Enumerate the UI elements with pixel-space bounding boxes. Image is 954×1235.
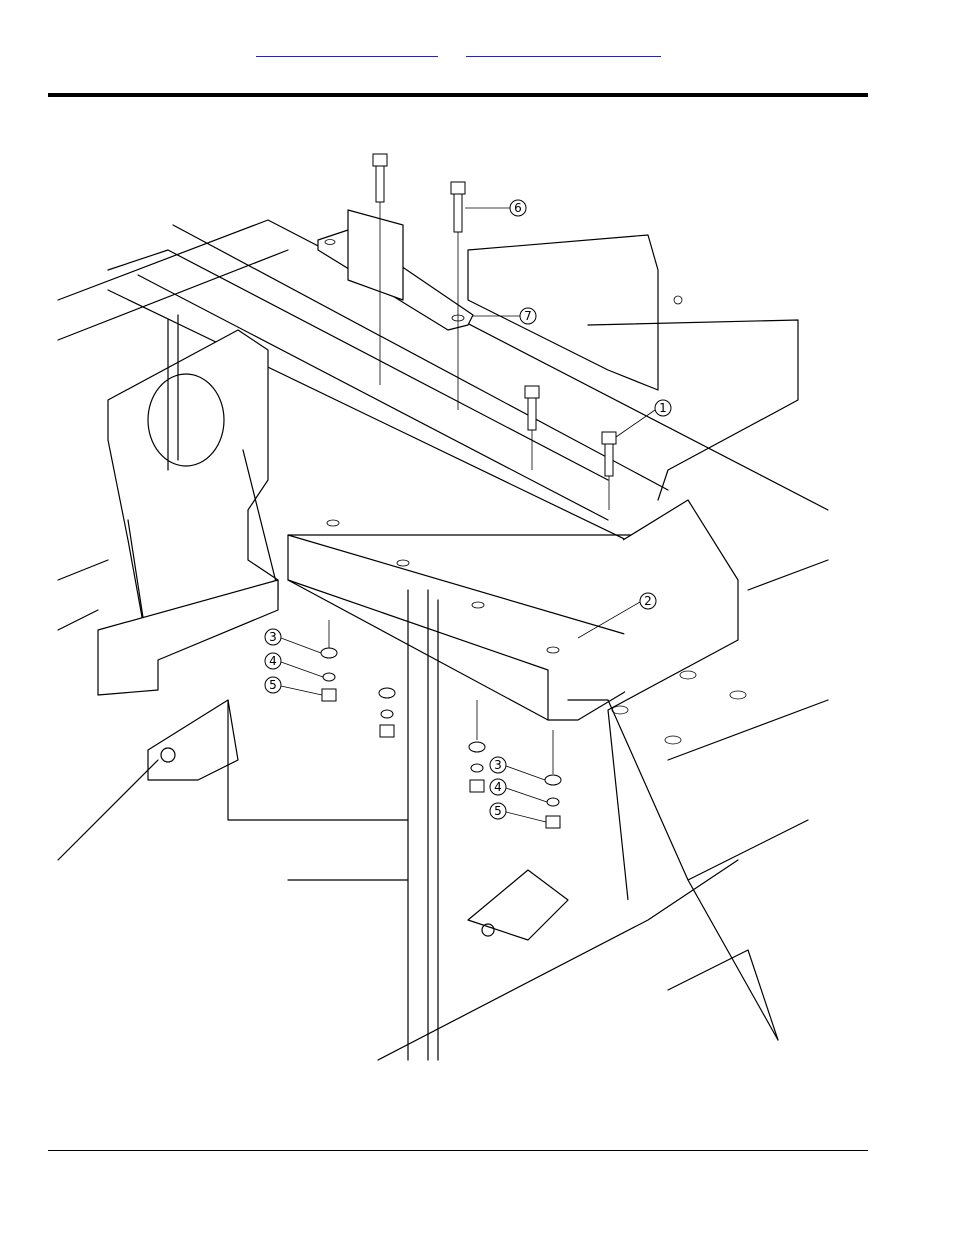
left-bracket [98,315,278,695]
callout-5: 5 [265,677,322,695]
svg-text:3: 3 [269,630,277,644]
header-rule [48,93,868,97]
svg-text:1: 1 [659,401,667,415]
header-link-2[interactable] [466,40,661,57]
callout-3: 3 [265,629,321,653]
svg-text:4: 4 [494,780,502,794]
parts-diagram: 1 2 3 4 5 6 7 3 4 5 [48,140,830,1080]
mount-plate [318,210,473,330]
vertical-post [408,590,438,1060]
svg-text:3: 3 [494,758,502,772]
header-link-1[interactable] [256,40,438,57]
callout-4b: 4 [490,779,547,802]
svg-text:7: 7 [524,309,532,323]
right-beam [568,500,828,1040]
footer-rule [48,1150,868,1151]
callout-4: 4 [265,653,323,677]
callout-7: 7 [473,308,536,324]
gusset-plate [468,235,798,500]
svg-text:5: 5 [269,678,277,692]
bolts [373,154,616,510]
callout-3b: 3 [490,757,545,780]
callout-6: 6 [465,200,526,216]
svg-text:6: 6 [514,201,522,215]
callout-1: 1 [616,400,671,437]
cross-tube [288,520,668,720]
svg-text:5: 5 [494,804,502,818]
callout-5b: 5 [490,803,546,822]
lower-linkage [58,700,778,1060]
svg-text:2: 2 [644,594,652,608]
svg-text:4: 4 [269,654,277,668]
